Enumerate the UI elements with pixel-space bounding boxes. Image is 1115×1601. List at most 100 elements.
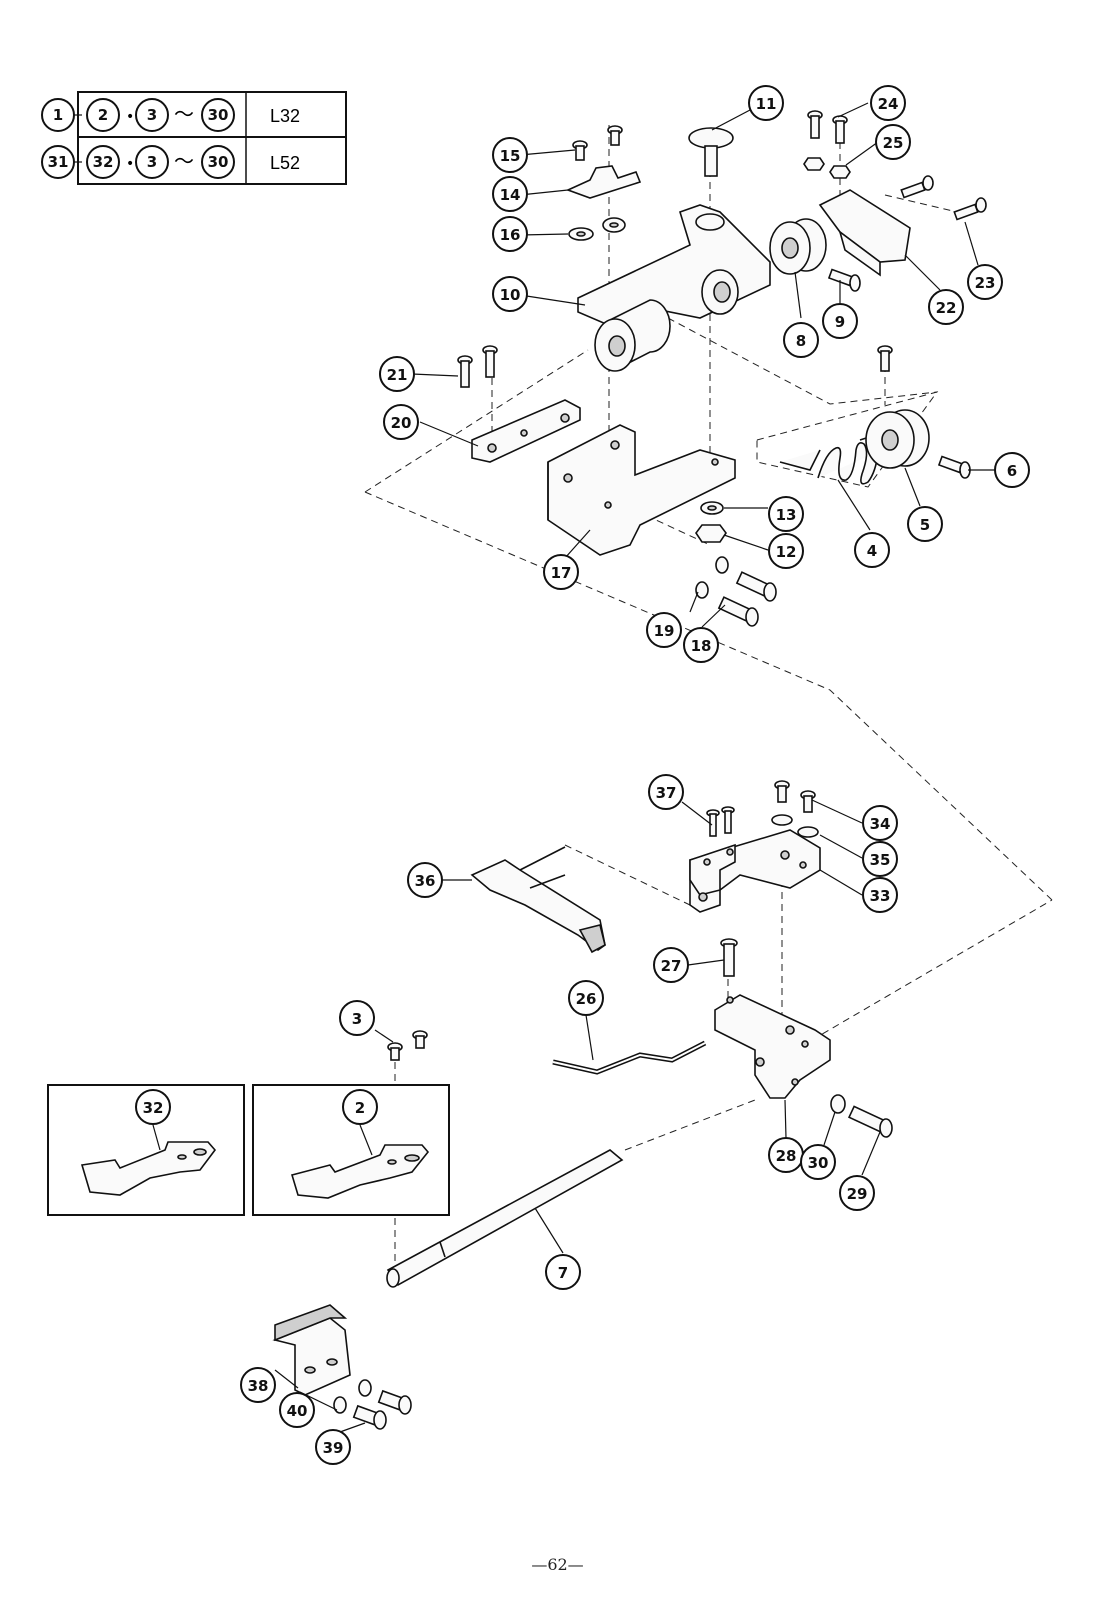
part-35-washers	[771, 814, 819, 838]
svg-text:14: 14	[500, 186, 521, 204]
legend-row1-code: L32	[270, 106, 300, 126]
callout-5: 5	[907, 506, 943, 542]
part-15-screws	[572, 125, 623, 161]
part-10-bracket	[577, 204, 771, 372]
legend-row2-range: ～	[174, 149, 194, 173]
part-18-screws	[717, 571, 777, 627]
part-39-screws	[352, 1389, 412, 1430]
callout-30: 30	[800, 1144, 836, 1180]
svg-text:24: 24	[878, 95, 899, 113]
svg-text:33: 33	[870, 887, 891, 905]
svg-text:15: 15	[500, 147, 521, 165]
legend-row2-code: L52	[270, 153, 300, 173]
part-34-screws	[774, 780, 816, 813]
legend-row2-part-a: 32	[86, 145, 120, 179]
part-4-spring	[779, 431, 886, 485]
svg-text:37: 37	[656, 784, 677, 802]
callout-25: 25	[875, 124, 911, 160]
svg-text:11: 11	[756, 95, 777, 113]
part-22-bracket	[818, 189, 911, 277]
callout-28: 28	[768, 1137, 804, 1173]
legend-table: 1 2 • 3 ～ 30 L32 31 32 • 3	[41, 91, 347, 185]
svg-text:34: 34	[870, 815, 891, 833]
callout-19: 19	[646, 612, 682, 648]
callout-21: 21	[379, 356, 415, 392]
callout-9: 9	[822, 303, 858, 339]
part-29-screw	[847, 1105, 893, 1138]
part-36-foot	[470, 846, 606, 954]
part-12-nut	[695, 524, 727, 543]
svg-text:12: 12	[776, 543, 797, 561]
inset-box-part-32	[47, 1084, 245, 1216]
part-13-washer	[700, 501, 724, 515]
legend-row1-assembly: 1	[41, 98, 75, 132]
legend-row1-bullet: •	[126, 109, 134, 125]
svg-text:30: 30	[208, 106, 229, 124]
legend-row1-part-b: 3	[135, 98, 169, 132]
svg-text:3: 3	[147, 153, 157, 171]
callout-13: 13	[768, 496, 804, 532]
callout-6: 6	[994, 452, 1030, 488]
callout-26: 26	[568, 980, 604, 1016]
part-3-screws	[387, 1030, 428, 1061]
callout-8: 8	[783, 322, 819, 358]
svg-text:25: 25	[883, 134, 904, 152]
callout-35: 35	[862, 841, 898, 877]
callout-38: 38	[240, 1367, 276, 1403]
callout-39: 39	[315, 1429, 351, 1465]
svg-text:17: 17	[551, 564, 572, 582]
part-14-clamp	[565, 165, 642, 199]
callout-15: 15	[492, 137, 528, 173]
callout-7: 7	[545, 1254, 581, 1290]
callout-11: 11	[748, 85, 784, 121]
svg-text:18: 18	[691, 637, 712, 655]
svg-text:38: 38	[248, 1377, 269, 1395]
svg-text:28: 28	[776, 1147, 797, 1165]
leader-lines	[152, 102, 1000, 1433]
callout-29: 29	[839, 1175, 875, 1211]
callout-20: 20	[383, 404, 419, 440]
part-7-shaft	[386, 1149, 624, 1288]
svg-text:29: 29	[847, 1185, 868, 1203]
callout-10: 10	[492, 276, 528, 312]
upper-assembly-parts	[457, 110, 987, 627]
svg-text:27: 27	[661, 957, 682, 975]
svg-text:6: 6	[1007, 462, 1017, 480]
svg-text:40: 40	[287, 1402, 308, 1420]
part-20-plate	[471, 399, 581, 463]
part-33-block	[689, 829, 821, 913]
part-28-block	[714, 994, 831, 1099]
callout-36: 36	[407, 862, 443, 898]
callout-22: 22	[928, 289, 964, 325]
part-25-nut	[803, 157, 851, 179]
callout-12: 12	[768, 533, 804, 569]
svg-text:30: 30	[808, 1154, 829, 1172]
svg-text:7: 7	[558, 1264, 568, 1282]
svg-text:10: 10	[500, 286, 521, 304]
part-6-screw	[937, 455, 971, 479]
legend-row1-part-a: 2	[86, 98, 120, 132]
part-23-screws	[900, 175, 987, 221]
callout-14: 14	[492, 176, 528, 212]
svg-text:36: 36	[415, 872, 436, 890]
callout-16: 16	[492, 216, 528, 252]
callout-23: 23	[967, 264, 1003, 300]
callout-2: 2	[342, 1089, 378, 1125]
svg-text:1: 1	[53, 106, 63, 124]
callout-27: 27	[653, 947, 689, 983]
legend-row1-part-c: 30	[201, 98, 235, 132]
callout-32: 32	[135, 1089, 171, 1125]
svg-text:26: 26	[576, 990, 597, 1008]
part-11-thumb-screw	[688, 127, 734, 177]
part-16-washers	[568, 217, 626, 241]
svg-text:32: 32	[93, 153, 114, 171]
part-8-collar	[769, 218, 827, 275]
svg-text:20: 20	[391, 414, 412, 432]
part-19-washers	[695, 556, 729, 599]
part-30-washer	[830, 1094, 846, 1114]
svg-text:21: 21	[387, 366, 408, 384]
page-number: —62—	[531, 1555, 584, 1574]
svg-text:19: 19	[654, 622, 675, 640]
